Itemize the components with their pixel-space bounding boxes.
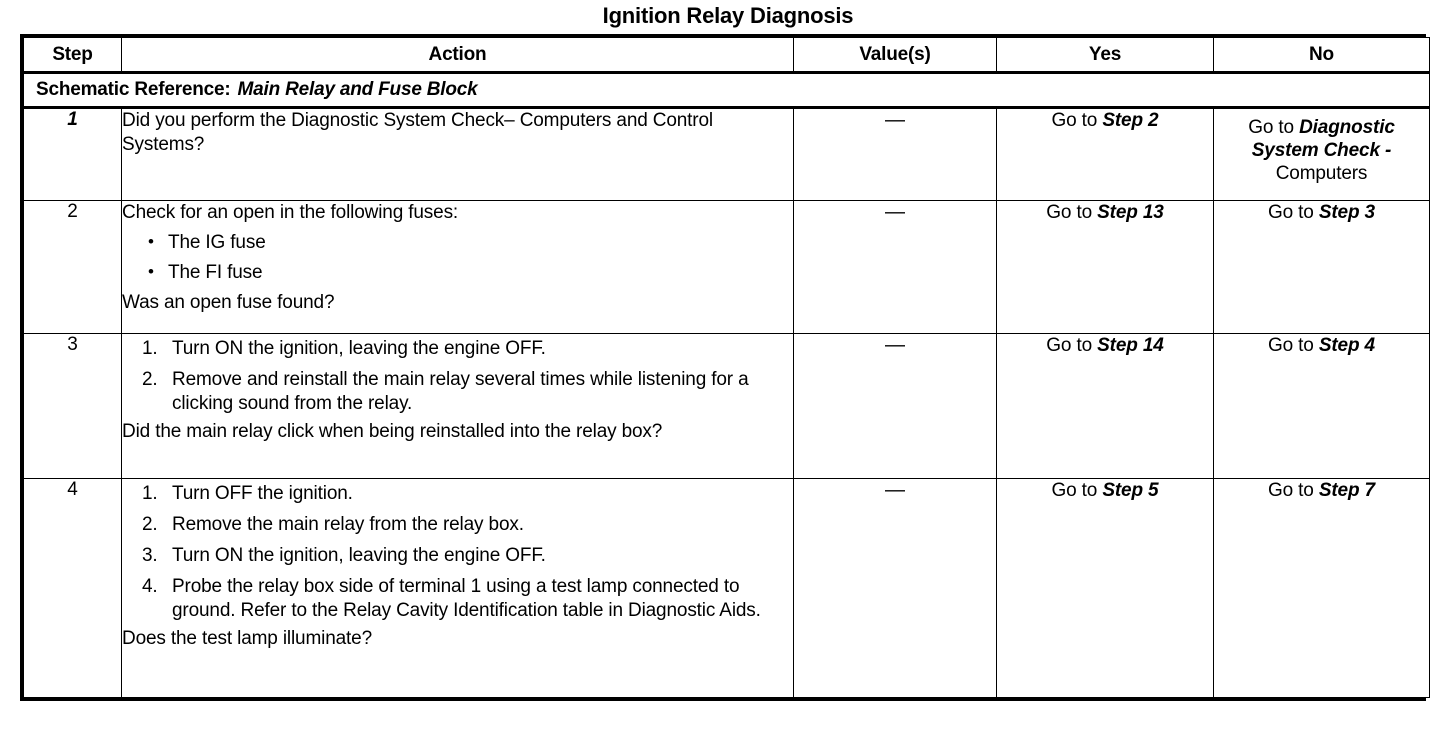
- yes-prefix: Go to: [1051, 110, 1103, 131]
- column-header-action: Action: [121, 37, 794, 74]
- yes-target: Step 14: [1097, 335, 1164, 356]
- schematic-reference-value: Main Relay and Fuse Block: [237, 79, 478, 100]
- action-lead-text: Check for an open in the following fuses…: [122, 202, 459, 223]
- list-item: Turn ON the ignition, leaving the engine…: [142, 544, 546, 568]
- value-cell: —: [793, 478, 997, 698]
- step-number: 3: [23, 333, 122, 479]
- no-suffix: Computers: [1275, 163, 1368, 184]
- yes-cell: Go to Step 13: [996, 200, 1214, 334]
- no-prefix: Go to: [1268, 335, 1319, 356]
- no-prefix: Go to: [1268, 480, 1319, 501]
- table-row: 1 Did you perform the Diagnostic System …: [23, 107, 1430, 201]
- step-number: 2: [23, 200, 122, 334]
- action-question-text: Was an open fuse found?: [122, 292, 335, 313]
- list-item: The FI fuse: [148, 260, 793, 285]
- list-item: Turn ON the ignition, leaving the engine…: [142, 337, 546, 361]
- action-question-text: Does the test lamp illuminate?: [122, 628, 373, 649]
- table-row: 2 Check for an open in the following fus…: [23, 200, 1430, 334]
- no-cell: Go to Step 3: [1213, 200, 1430, 334]
- action-lead-text: Did you perform the Diagnostic System Ch…: [122, 110, 713, 155]
- column-header-step: Step: [23, 37, 122, 74]
- column-header-yes: Yes: [996, 37, 1214, 74]
- list-item: Remove and reinstall the main relay seve…: [142, 368, 749, 414]
- action-cell: Did you perform the Diagnostic System Ch…: [121, 107, 794, 201]
- yes-prefix: Go to: [1046, 335, 1098, 356]
- no-cell: Go to Step 4: [1213, 333, 1430, 479]
- list-item: Remove the main relay from the relay box…: [142, 513, 524, 537]
- yes-prefix: Go to: [1051, 480, 1103, 501]
- column-header-no: No: [1213, 37, 1430, 74]
- schematic-reference-label: Schematic Reference:: [36, 79, 231, 100]
- schematic-reference-cell: Schematic Reference: Main Relay and Fuse …: [23, 72, 1430, 109]
- list-item: Probe the relay box side of terminal 1 u…: [142, 575, 761, 621]
- action-bullet-list: The IG fuse The FI fuse: [122, 230, 793, 285]
- no-target: Step 7: [1318, 480, 1375, 501]
- yes-cell: Go to Step 5: [996, 478, 1214, 698]
- no-prefix: Go to: [1248, 117, 1300, 138]
- action-cell: Turn ON the ignition, leaving the engine…: [121, 333, 794, 479]
- action-cell: Check for an open in the following fuses…: [121, 200, 794, 334]
- action-numbered-list: Turn ON the ignition, leaving the engine…: [122, 337, 793, 416]
- action-cell: Turn OFF the ignition. Remove the main r…: [121, 478, 794, 698]
- action-question-text: Did the main relay click when being rein…: [122, 421, 663, 442]
- schematic-reference-row: Schematic Reference: Main Relay and Fuse …: [23, 72, 1430, 109]
- table-row: 3 Turn ON the ignition, leaving the engi…: [23, 333, 1430, 479]
- value-cell: —: [793, 333, 997, 479]
- no-target: Diagnostic System Check -: [1251, 117, 1395, 161]
- step-number: 1: [23, 107, 122, 201]
- diagnostic-table-frame: Step Action Value(s) Yes No Schematic Re…: [20, 34, 1430, 701]
- value-cell: —: [793, 107, 997, 201]
- step-number: 4: [23, 478, 122, 698]
- page-title: Ignition Relay Diagnosis: [602, 3, 854, 28]
- list-item: Turn OFF the ignition.: [142, 482, 353, 506]
- action-numbered-list: Turn OFF the ignition. Remove the main r…: [122, 482, 793, 623]
- yes-target: Step 2: [1102, 110, 1159, 131]
- no-cell: Go to Step 7: [1213, 478, 1430, 698]
- table-row: 4 Turn OFF the ignition. Remove the main…: [23, 478, 1430, 698]
- yes-cell: Go to Step 14: [996, 333, 1214, 479]
- no-target: Step 4: [1318, 335, 1375, 356]
- yes-cell: Go to Step 2: [996, 107, 1214, 201]
- diagnostic-table: Step Action Value(s) Yes No Schematic Re…: [23, 37, 1430, 698]
- column-header-values: Value(s): [793, 37, 997, 74]
- list-item: The IG fuse: [148, 230, 793, 255]
- no-prefix: Go to: [1268, 202, 1319, 223]
- no-cell: Go to Diagnostic System Check -Computers: [1213, 107, 1430, 201]
- table-header-row: Step Action Value(s) Yes No: [23, 37, 1430, 74]
- yes-prefix: Go to: [1046, 202, 1098, 223]
- yes-target: Step 13: [1097, 202, 1164, 223]
- value-cell: —: [793, 200, 997, 334]
- no-target: Step 3: [1318, 202, 1375, 223]
- yes-target: Step 5: [1102, 480, 1159, 501]
